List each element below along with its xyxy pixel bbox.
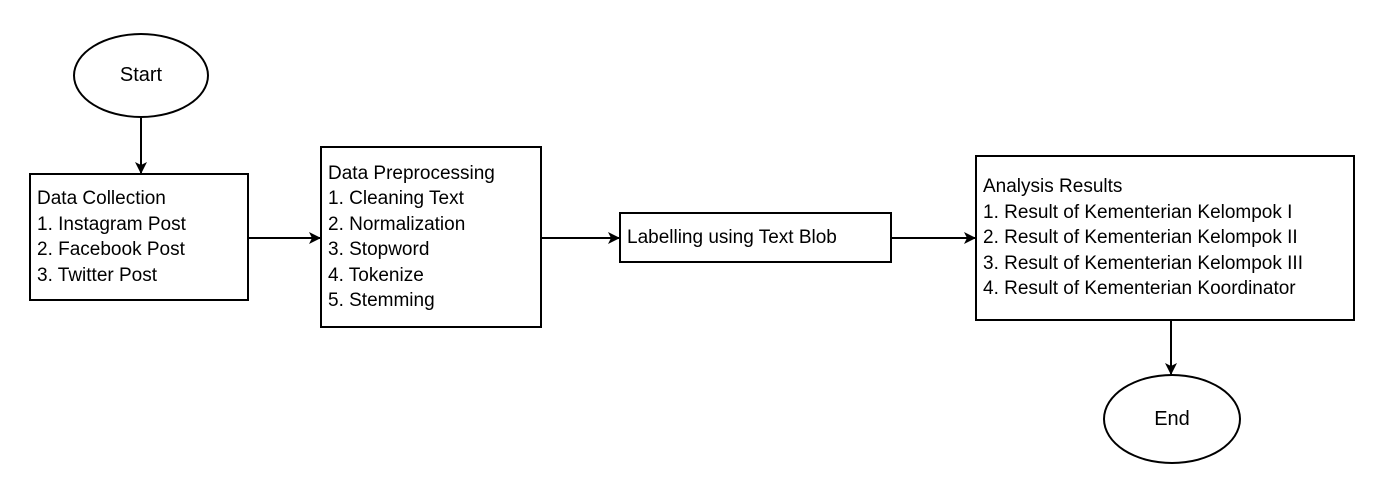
- analysis-results-title: Analysis Results: [983, 176, 1123, 198]
- data-preprocessing-item: 2. Normalization: [328, 213, 466, 235]
- labelling-process: Labelling using Text Blob: [619, 212, 892, 263]
- data-preprocessing-item: 4. Tokenize: [328, 264, 424, 286]
- data-preprocessing-process: Data Preprocessing 1. Cleaning Text 2. N…: [320, 146, 542, 328]
- start-terminal: Start: [73, 33, 209, 118]
- data-preprocessing-item: 3. Stopword: [328, 239, 430, 260]
- analysis-results-process: Analysis Results 1. Result of Kementeria…: [975, 155, 1355, 321]
- analysis-results-item: 3. Result of Kementerian Kelompok III: [983, 252, 1303, 274]
- analysis-results-item: 4. Result of Kementerian Koordinator: [983, 278, 1296, 300]
- analysis-results-item: 2. Result of Kementerian Kelompok II: [983, 227, 1298, 249]
- end-label: End: [1154, 407, 1190, 430]
- data-collection-item: 3. Twitter Post: [37, 264, 158, 286]
- data-collection-title: Data Collection: [37, 188, 166, 209]
- start-label: Start: [119, 64, 163, 86]
- data-preprocessing-item: 1. Cleaning Text: [328, 188, 464, 209]
- data-preprocessing-item: 5. Stemming: [328, 290, 435, 311]
- data-collection-item: 2. Facebook Post: [37, 239, 185, 260]
- data-collection-process: Data Collection 1. Instagram Post 2. Fac…: [29, 173, 249, 301]
- end-terminal: End: [1103, 374, 1241, 464]
- data-collection-item: 1. Instagram Post: [37, 213, 186, 235]
- analysis-results-item: 1. Result of Kementerian Kelompok I: [983, 201, 1293, 223]
- labelling-label: Labelling using Text Blob: [627, 226, 837, 248]
- data-preprocessing-title: Data Preprocessing: [328, 162, 495, 184]
